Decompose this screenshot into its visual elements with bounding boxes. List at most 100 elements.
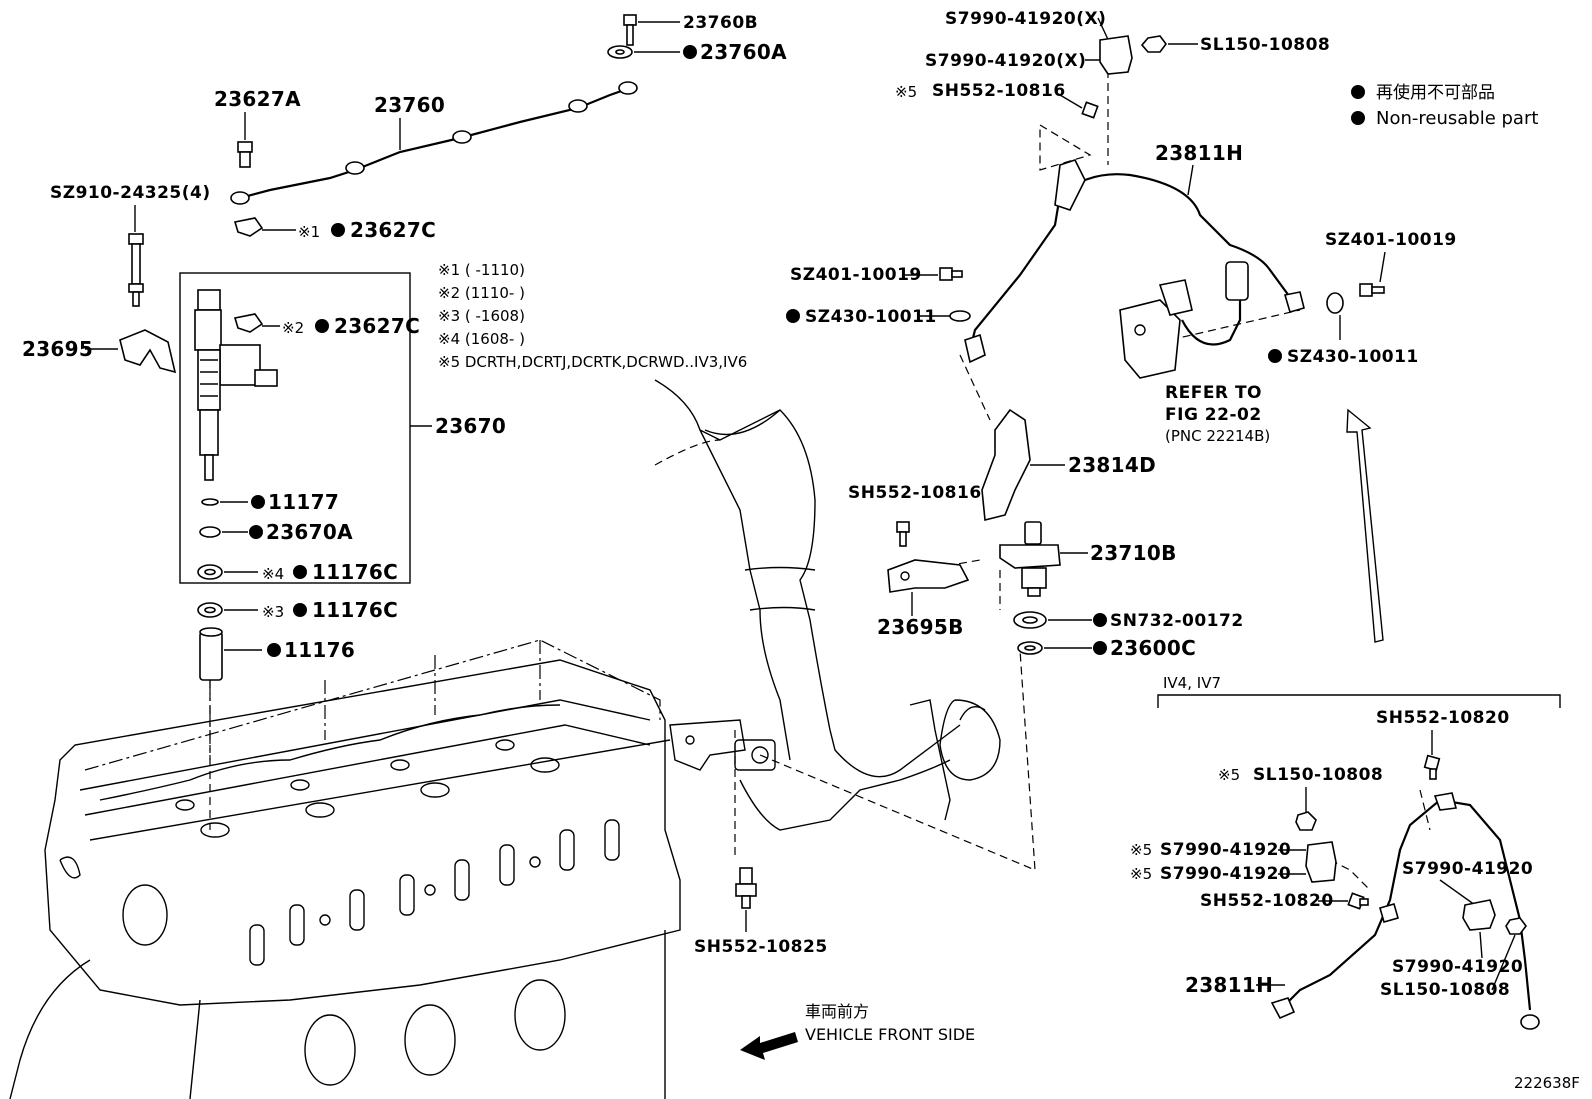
non-reusable-dot-icon (293, 603, 307, 617)
non-reusable-dot-icon (331, 223, 345, 237)
gasket-SN732-icon (1013, 611, 1047, 629)
label-23627C-2: 23627C (334, 314, 420, 338)
mark-4: ※4 (262, 565, 284, 583)
washer-11176C-b-icon (197, 602, 223, 618)
label-SL150-10808-inset: SL150-10808 (1253, 765, 1383, 785)
o-ring-11177-icon (201, 498, 219, 506)
bracket-23695B-icon (887, 559, 970, 593)
label-23760A: 23760A (700, 40, 787, 64)
label-23670A: 23670A (266, 520, 353, 544)
non-reusable-dot-icon (1351, 111, 1365, 125)
label-SH552-10816-top: SH552-10816 (932, 81, 1066, 101)
label-11176C-b: 11176C (312, 598, 398, 622)
sensor-23710B-icon (999, 521, 1061, 597)
bolt-SZ401-left-icon (939, 267, 963, 281)
non-reusable-dot-icon (267, 643, 281, 657)
note-4: ※4 (1608- ) (438, 330, 525, 348)
bracket-S7990-inset-icon (1305, 841, 1337, 883)
refer-line-1: REFER TO (1165, 383, 1262, 403)
legend-jp: 再使用不可部品 (1376, 82, 1495, 103)
label-S7990-41920-in4: S7990-41920 (1392, 957, 1523, 977)
clamp-23695-icon (119, 329, 177, 374)
label-23760B: 23760B (683, 13, 758, 33)
inset-iv4-iv7: IV4, IV7 SH552-10820 ※5 SL150-10808 ※5 S… (1130, 674, 1561, 1030)
note-1: ※1 ( -1110) (438, 261, 525, 279)
label-S7990-41920-in1: S7990-41920 (1160, 840, 1291, 860)
notes-block: ※1 ( -1110) ※2 (1110- ) ※3 ( -1608) ※4 (… (438, 261, 747, 371)
legend-en: Non-reusable part (1376, 108, 1538, 129)
washer-SZ430-left-icon (949, 310, 971, 322)
non-reusable-dot-icon (1093, 641, 1107, 655)
bolt-23760B-icon (623, 14, 637, 46)
note-5: ※5 DCRTH,DCRTJ,DCRTK,DCRWD..IV3,IV6 (438, 353, 747, 371)
nut-SL150-icon (1140, 35, 1167, 53)
label-23710B: 23710B (1090, 541, 1177, 565)
non-reusable-dot-icon (249, 525, 263, 539)
mark-1: ※1 (298, 223, 320, 241)
nut-SL150-inset2-icon (1505, 917, 1527, 935)
label-SL150-10808-top: SL150-10808 (1200, 35, 1330, 55)
non-reusable-dot-icon (786, 309, 800, 323)
label-SZ430-10011-left: SZ430-10011 (805, 307, 937, 327)
label-23600C: 23600C (1110, 636, 1196, 660)
label-SZ430-10011-right: SZ430-10011 (1287, 347, 1419, 367)
clip-23627C-2-icon (233, 313, 264, 333)
label-SH552-10825: SH552-10825 (694, 937, 828, 957)
seal-23670A-icon (199, 526, 221, 538)
mark-2: ※2 (282, 319, 304, 337)
bracket-S7990-icon (1099, 35, 1133, 75)
label-23811H-inset: 23811H (1185, 973, 1273, 997)
label-23627C-1: 23627C (350, 218, 436, 242)
label-11176C-a: 11176C (312, 560, 398, 584)
injector-kit-box (179, 272, 411, 584)
bolt-23627A-icon (237, 141, 253, 168)
legend: 再使用不可部品 Non-reusable part (1351, 82, 1538, 129)
vehicle-front-indicator: 車両前方 VEHICLE FRONT SIDE (740, 1002, 975, 1060)
non-reusable-dot-icon (1351, 85, 1365, 99)
label-S7990-41920-in2: S7990-41920 (1160, 864, 1291, 884)
direction-arrow-icon (1346, 408, 1384, 643)
note-2: ※2 (1110- ) (438, 284, 525, 302)
bolt-SH552-10820-a-icon (1423, 754, 1441, 780)
front-en: VEHICLE FRONT SIDE (805, 1025, 975, 1044)
gasket-23760A-icon (607, 45, 633, 59)
bracket-S7990-inset2-icon (1462, 899, 1496, 931)
intake-pipe-drawing (654, 379, 1001, 831)
label-SL150-10808-in2: SL150-10808 (1380, 980, 1510, 1000)
label-S7990-41920-in3: S7990-41920 (1402, 859, 1533, 879)
label-23627A: 23627A (214, 87, 301, 111)
label-11176: 11176 (284, 638, 355, 662)
front-jp: 車両前方 (805, 1002, 869, 1021)
label-SH552-10820-a: SH552-10820 (1376, 708, 1510, 728)
insulator-23814D-icon (981, 408, 1031, 522)
bolt-SZ401-right-icon (1359, 283, 1385, 297)
note-3: ※3 ( -1608) (438, 307, 525, 325)
washer-SZ430-right-icon (1326, 292, 1344, 314)
bolt-SH552-10825-icon (735, 867, 757, 909)
front-arrow-icon (740, 1032, 798, 1060)
washer-11176C-a-icon (197, 564, 223, 580)
label-S7990-41920-X-1: S7990-41920(X) (945, 9, 1106, 29)
label-SZ401-10019-left: SZ401-10019 (790, 265, 922, 285)
nut-SL150-inset-icon (1295, 811, 1317, 831)
gasket-23600C-icon (1017, 641, 1043, 655)
mark-5-s79-a: ※5 (1130, 841, 1152, 859)
harness-23811H-inset-icon (1270, 792, 1540, 1030)
mark-5-sl150: ※5 (1218, 766, 1240, 784)
harness-23811H-icon (964, 159, 1305, 364)
injector-icon (194, 289, 278, 481)
label-23695: 23695 (22, 337, 93, 361)
bolt-SH552-top-icon (1081, 101, 1099, 119)
label-23811H-top: 23811H (1155, 141, 1243, 165)
cylinder-head-drawing (9, 639, 681, 1099)
inset-title: IV4, IV7 (1163, 674, 1221, 692)
bolt-SH552-mid-icon (896, 521, 910, 547)
non-reusable-dot-icon (1093, 613, 1107, 627)
label-23695B: 23695B (877, 615, 964, 639)
mark-3: ※3 (262, 603, 284, 621)
refer-line-3: (PNC 22214B) (1165, 427, 1270, 445)
mark-5-s79-b: ※5 (1130, 865, 1152, 883)
bolt-SZ910-icon (128, 233, 144, 307)
non-reusable-dot-icon (251, 495, 265, 509)
